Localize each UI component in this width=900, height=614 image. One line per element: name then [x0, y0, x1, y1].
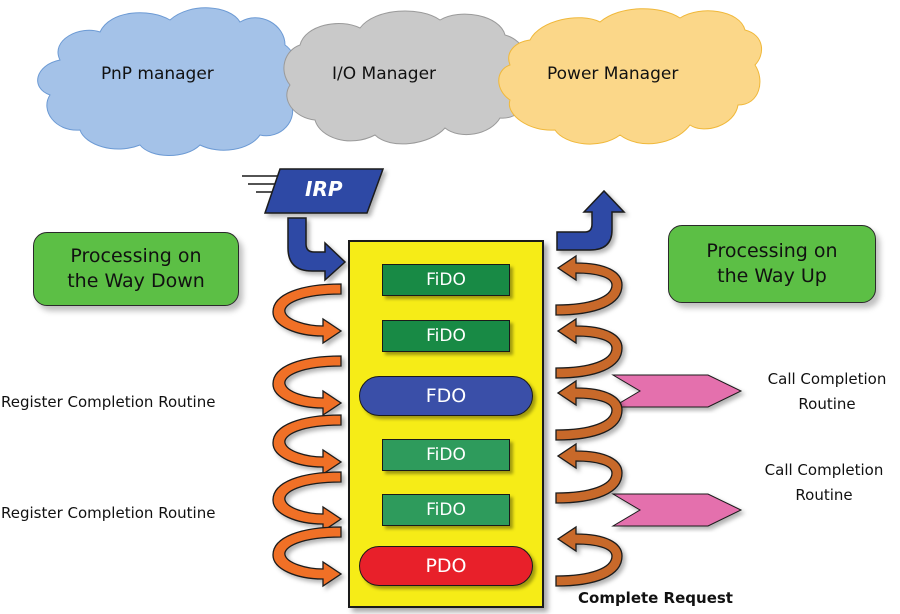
- call-completion-arrow-2-icon: [611, 493, 743, 527]
- completion-spiral-arrow-icon: [555, 254, 623, 316]
- register-spiral-arrow-icon: [272, 471, 343, 533]
- irp-packet-shape: [263, 168, 385, 214]
- complete-request-label: Complete Request: [578, 589, 733, 607]
- register-spiral-arrow-icon: [272, 283, 343, 345]
- cloud-io-manager: [283, 10, 530, 145]
- stack-node-fdo: FDO: [359, 376, 533, 416]
- stack-node-pdo: PDO: [359, 546, 533, 586]
- register-completion-label-2: Register Completion Routine: [1, 504, 216, 522]
- cloud-pnp-manager: [37, 7, 299, 156]
- irp-into-stack-arrow-icon: [287, 217, 347, 282]
- completion-spiral-arrow-icon: [555, 442, 623, 504]
- completion-spiral-arrow-icon: [555, 525, 623, 587]
- phase-up-line1: Processing on: [706, 240, 838, 262]
- register-completion-label-1: Register Completion Routine: [1, 393, 216, 411]
- stack-node-fido-3: FiDO: [382, 439, 510, 471]
- call-completion-2-line1: Call Completion: [764, 461, 884, 479]
- call-completion-arrow-1-icon: [611, 374, 743, 408]
- register-spiral-arrow-icon: [272, 414, 343, 476]
- stack-node-fido-2: FiDO: [382, 320, 510, 352]
- phase-down-line2: the Way Down: [67, 270, 205, 292]
- irp-label: IRP: [305, 177, 343, 201]
- register-spiral-arrow-icon: [272, 526, 343, 588]
- phase-up-line2: the Way Up: [717, 265, 827, 287]
- register-spiral-arrow-icon: [272, 355, 343, 417]
- call-completion-label-2: Call Completion Routine: [749, 458, 899, 508]
- call-completion-1-line1: Call Completion: [767, 370, 887, 388]
- call-completion-1-line2: Routine: [798, 395, 856, 413]
- completion-spiral-arrow-icon: [555, 379, 623, 441]
- call-completion-label-1: Call Completion Routine: [752, 367, 900, 417]
- phase-down-line1: Processing on: [70, 245, 202, 267]
- cloud-label-pnp: PnP manager: [101, 64, 214, 84]
- stack-node-fido-1: FiDO: [382, 264, 510, 296]
- completion-spiral-arrow-icon: [555, 317, 623, 379]
- cloud-label-power: Power Manager: [547, 64, 679, 84]
- cloud-label-io: I/O Manager: [332, 64, 437, 84]
- phase-box-way-down: Processing on the Way Down: [33, 232, 239, 306]
- phase-box-way-up: Processing on the Way Up: [668, 225, 876, 303]
- cloud-power-manager: [498, 8, 763, 145]
- stack-node-fido-4: FiDO: [382, 494, 510, 526]
- exit-stack-arrow-icon: [556, 189, 626, 251]
- call-completion-2-line2: Routine: [795, 486, 853, 504]
